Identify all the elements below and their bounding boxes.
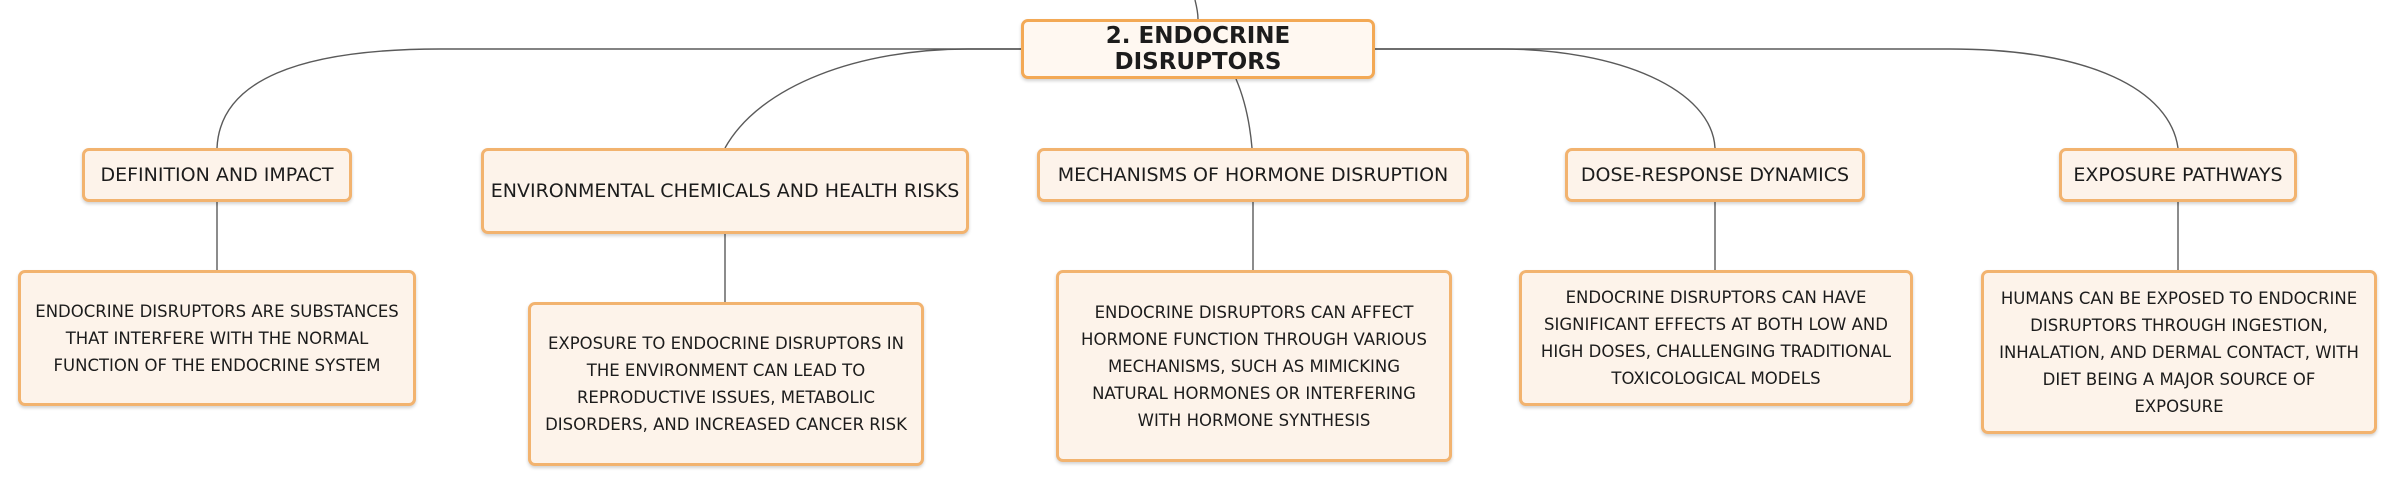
- connector-root-topic-3: [1375, 48, 1716, 149]
- topic-label: EXPOSURE PATHWAYS: [2073, 164, 2283, 186]
- topic-label: DEFINITION AND IMPACT: [100, 164, 334, 186]
- detail-node-mechanisms-of-hormone-disruption[interactable]: ENDOCRINE DISRUPTORS CAN AFFECT HORMONE …: [1056, 270, 1452, 462]
- topic-node-definition-and-impact[interactable]: DEFINITION AND IMPACT: [82, 148, 352, 202]
- topic-node-environmental-chemicals[interactable]: ENVIRONMENTAL CHEMICALS AND HEALTH RISKS: [481, 148, 969, 234]
- connector-root-topic-2: [1235, 78, 1253, 149]
- connector-parent-root: [1194, 0, 1199, 20]
- detail-text: EXPOSURE TO ENDOCRINE DISRUPTORS IN THE …: [545, 334, 907, 434]
- connector-root-topic-4: [1375, 48, 2179, 149]
- root-node-endocrine-disruptors[interactable]: 2. ENDOCRINE DISRUPTORS: [1021, 19, 1375, 79]
- connector-root-topic-1: [724, 48, 1021, 149]
- detail-text: ENDOCRINE DISRUPTORS CAN HAVE SIGNIFICAN…: [1540, 288, 1892, 388]
- detail-text: ENDOCRINE DISRUPTORS CAN AFFECT HORMONE …: [1081, 302, 1427, 430]
- connector-root-topic-0: [216, 48, 1021, 149]
- topic-label: DOSE-RESPONSE DYNAMICS: [1580, 164, 1850, 186]
- topic-node-dose-response-dynamics[interactable]: DOSE-RESPONSE DYNAMICS: [1565, 148, 1865, 202]
- root-node-label: 2. ENDOCRINE DISRUPTORS: [1105, 23, 1291, 75]
- detail-node-environmental-chemicals[interactable]: EXPOSURE TO ENDOCRINE DISRUPTORS IN THE …: [528, 302, 924, 466]
- topic-label: ENVIRONMENTAL CHEMICALS AND HEALTH RISKS: [490, 180, 960, 202]
- detail-node-dose-response-dynamics[interactable]: ENDOCRINE DISRUPTORS CAN HAVE SIGNIFICAN…: [1519, 270, 1913, 406]
- detail-node-definition-and-impact[interactable]: ENDOCRINE DISRUPTORS ARE SUBSTANCES THAT…: [18, 270, 416, 406]
- detail-text: ENDOCRINE DISRUPTORS ARE SUBSTANCES THAT…: [35, 301, 399, 375]
- detail-text: HUMANS CAN BE EXPOSED TO ENDOCRINE DISRU…: [1999, 288, 2359, 416]
- topic-node-mechanisms-of-hormone-disruption[interactable]: MECHANISMS OF HORMONE DISRUPTION: [1037, 148, 1469, 202]
- topic-label: MECHANISMS OF HORMONE DISRUPTION: [1057, 164, 1449, 186]
- detail-node-exposure-pathways[interactable]: HUMANS CAN BE EXPOSED TO ENDOCRINE DISRU…: [1981, 270, 2377, 434]
- topic-node-exposure-pathways[interactable]: EXPOSURE PATHWAYS: [2059, 148, 2297, 202]
